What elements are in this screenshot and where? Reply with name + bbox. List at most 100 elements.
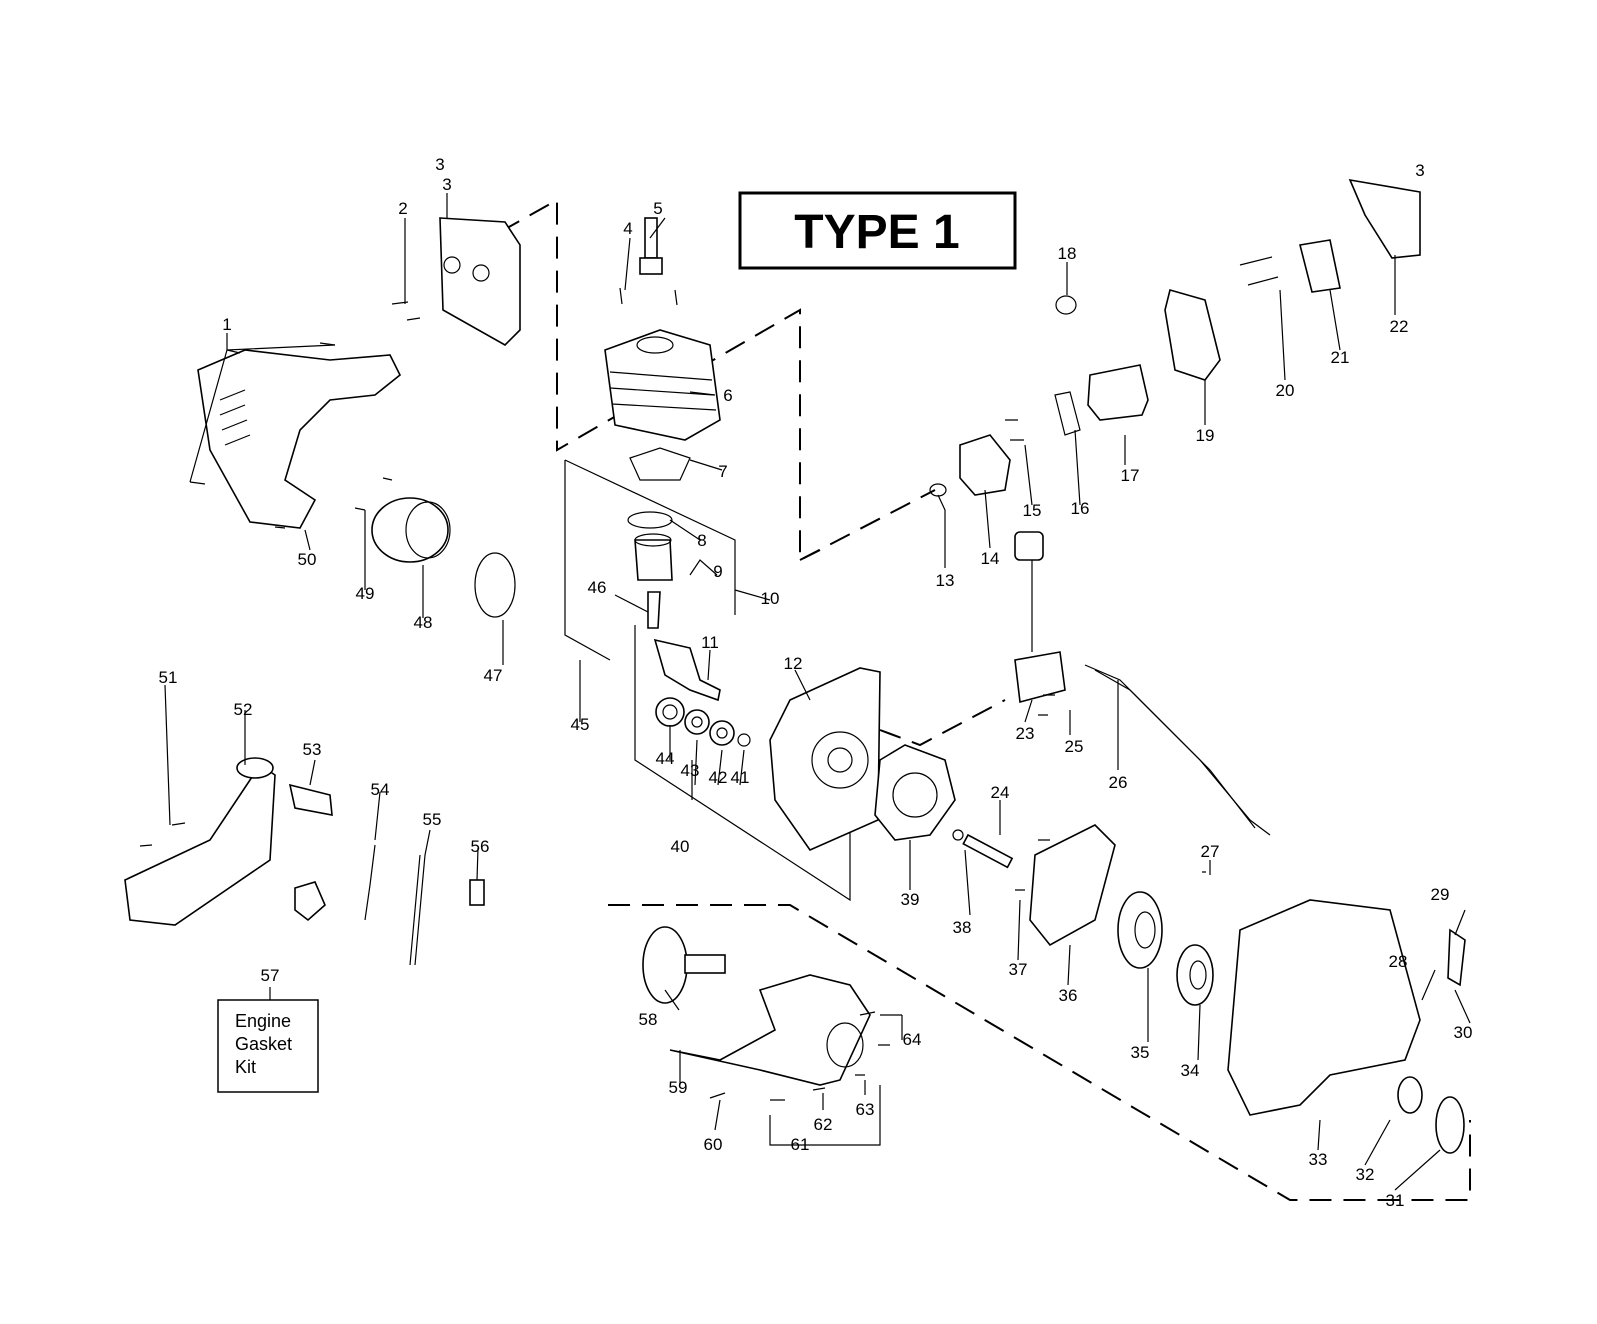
- callout-22: 22: [1390, 317, 1409, 336]
- callout-43: 43: [681, 761, 700, 780]
- callout-30: 30: [1454, 1023, 1473, 1042]
- crankshaft: [653, 638, 721, 702]
- callout-17: 17: [1121, 466, 1140, 485]
- edge-mark-right: 3: [1415, 161, 1424, 180]
- callout-51: 51: [159, 668, 178, 687]
- fuel-cap: [288, 783, 333, 816]
- callout-54: 54: [371, 780, 390, 799]
- fuel-lines: [364, 844, 426, 966]
- callout-62: 62: [814, 1115, 833, 1134]
- muffler-gasket: [474, 552, 516, 618]
- clutch-housing: [669, 974, 871, 1086]
- callout-39: 39: [901, 890, 920, 909]
- callout-18: 18: [1058, 244, 1077, 263]
- callout-33: 33: [1309, 1150, 1328, 1169]
- callout-63: 63: [856, 1100, 875, 1119]
- ignition-wire: [1084, 664, 1271, 836]
- callout-10: 10: [761, 589, 780, 608]
- callout-5: 5: [653, 199, 662, 218]
- callout-14: 14: [981, 549, 1000, 568]
- callout-57: 57: [261, 966, 280, 985]
- callout-13: 13: [936, 571, 955, 590]
- callout-15: 15: [1023, 501, 1042, 520]
- crankcase: [769, 667, 881, 851]
- callout-36: 36: [1059, 986, 1078, 1005]
- callout-47: 47: [484, 666, 503, 685]
- callout-16: 16: [1071, 499, 1090, 518]
- screws: [139, 256, 1279, 1101]
- callout-64: 64: [903, 1030, 922, 1049]
- cylinder: [604, 329, 721, 441]
- starter-pawl: [1397, 1076, 1465, 1154]
- callout-9: 9: [713, 562, 722, 581]
- fuel-tank: [124, 757, 276, 926]
- callout-58: 58: [639, 1010, 658, 1029]
- callout-11: 11: [701, 633, 719, 652]
- callout-56: 56: [471, 837, 490, 856]
- callout-50: 50: [298, 550, 317, 569]
- rewind-spring: [1176, 944, 1214, 1006]
- callout-21: 21: [1331, 348, 1350, 367]
- callout-44: 44: [656, 749, 675, 768]
- bearings: [655, 697, 751, 747]
- kit-line-1: Engine: [235, 1011, 291, 1031]
- callout-19: 19: [1196, 426, 1215, 445]
- callout-3: 3: [442, 175, 451, 194]
- fan-housing: [1227, 899, 1421, 1116]
- callout-45: 45: [571, 715, 590, 734]
- callout-28: 28: [1389, 952, 1408, 971]
- kit-line-3: Kit: [235, 1057, 256, 1077]
- clutch-drum: [642, 926, 726, 1004]
- piston-ring: [627, 511, 673, 529]
- callout-61: 61: [791, 1135, 810, 1154]
- kit-line-2: Gasket: [235, 1034, 292, 1054]
- intake-manifold: [929, 434, 1011, 497]
- carburetor: [1054, 295, 1149, 436]
- air-filter-cover: [439, 217, 521, 346]
- callout-8: 8: [697, 531, 706, 550]
- air-filter: [1299, 239, 1341, 293]
- edge-mark-left: 3: [435, 155, 444, 174]
- callout-7: 7: [718, 462, 727, 481]
- fuel-filter: [294, 881, 326, 922]
- ignition-module: [1014, 531, 1066, 704]
- callout-59: 59: [669, 1078, 688, 1097]
- flywheel: [874, 744, 956, 841]
- primer-valve: [469, 879, 485, 906]
- callout-41: 41: [731, 768, 750, 787]
- air-filter-base: [1164, 289, 1221, 381]
- callout-29: 29: [1431, 885, 1450, 904]
- callout-49: 49: [356, 584, 375, 603]
- callout-25: 25: [1065, 737, 1084, 756]
- diagram-title: TYPE 1: [794, 206, 959, 259]
- callout-numbers: 1 2 3 4 5 6 7 8 9 10 11 12 13 14 15 16 1…: [159, 175, 1473, 1210]
- starter-handle: [1447, 928, 1466, 987]
- spark-plug: [639, 217, 663, 275]
- callout-27: 27: [1201, 842, 1220, 861]
- callout-38: 38: [953, 918, 972, 937]
- callout-12: 12: [784, 654, 803, 673]
- callout-20: 20: [1276, 381, 1295, 400]
- callout-1: 1: [222, 315, 231, 334]
- callout-53: 53: [303, 740, 322, 759]
- cylinder-gasket: [629, 447, 691, 481]
- air-filter-housing: [1348, 178, 1421, 259]
- callout-34: 34: [1181, 1061, 1200, 1080]
- muffler: [371, 497, 451, 563]
- callout-60: 60: [704, 1135, 723, 1154]
- title-box: TYPE 1: [738, 191, 1017, 270]
- callout-26: 26: [1109, 773, 1128, 792]
- starter-pulley: [1117, 891, 1163, 969]
- callout-32: 32: [1356, 1165, 1375, 1184]
- callout-31: 31: [1386, 1191, 1405, 1210]
- callout-42: 42: [709, 768, 728, 787]
- callout-4: 4: [623, 219, 632, 238]
- leader-lines: [164, 193, 1471, 1191]
- piston: [634, 533, 673, 581]
- callout-52: 52: [234, 700, 253, 719]
- callout-2: 2: [398, 199, 407, 218]
- callout-37: 37: [1009, 960, 1028, 979]
- callout-40: 40: [671, 837, 690, 856]
- callout-23: 23: [1016, 724, 1035, 743]
